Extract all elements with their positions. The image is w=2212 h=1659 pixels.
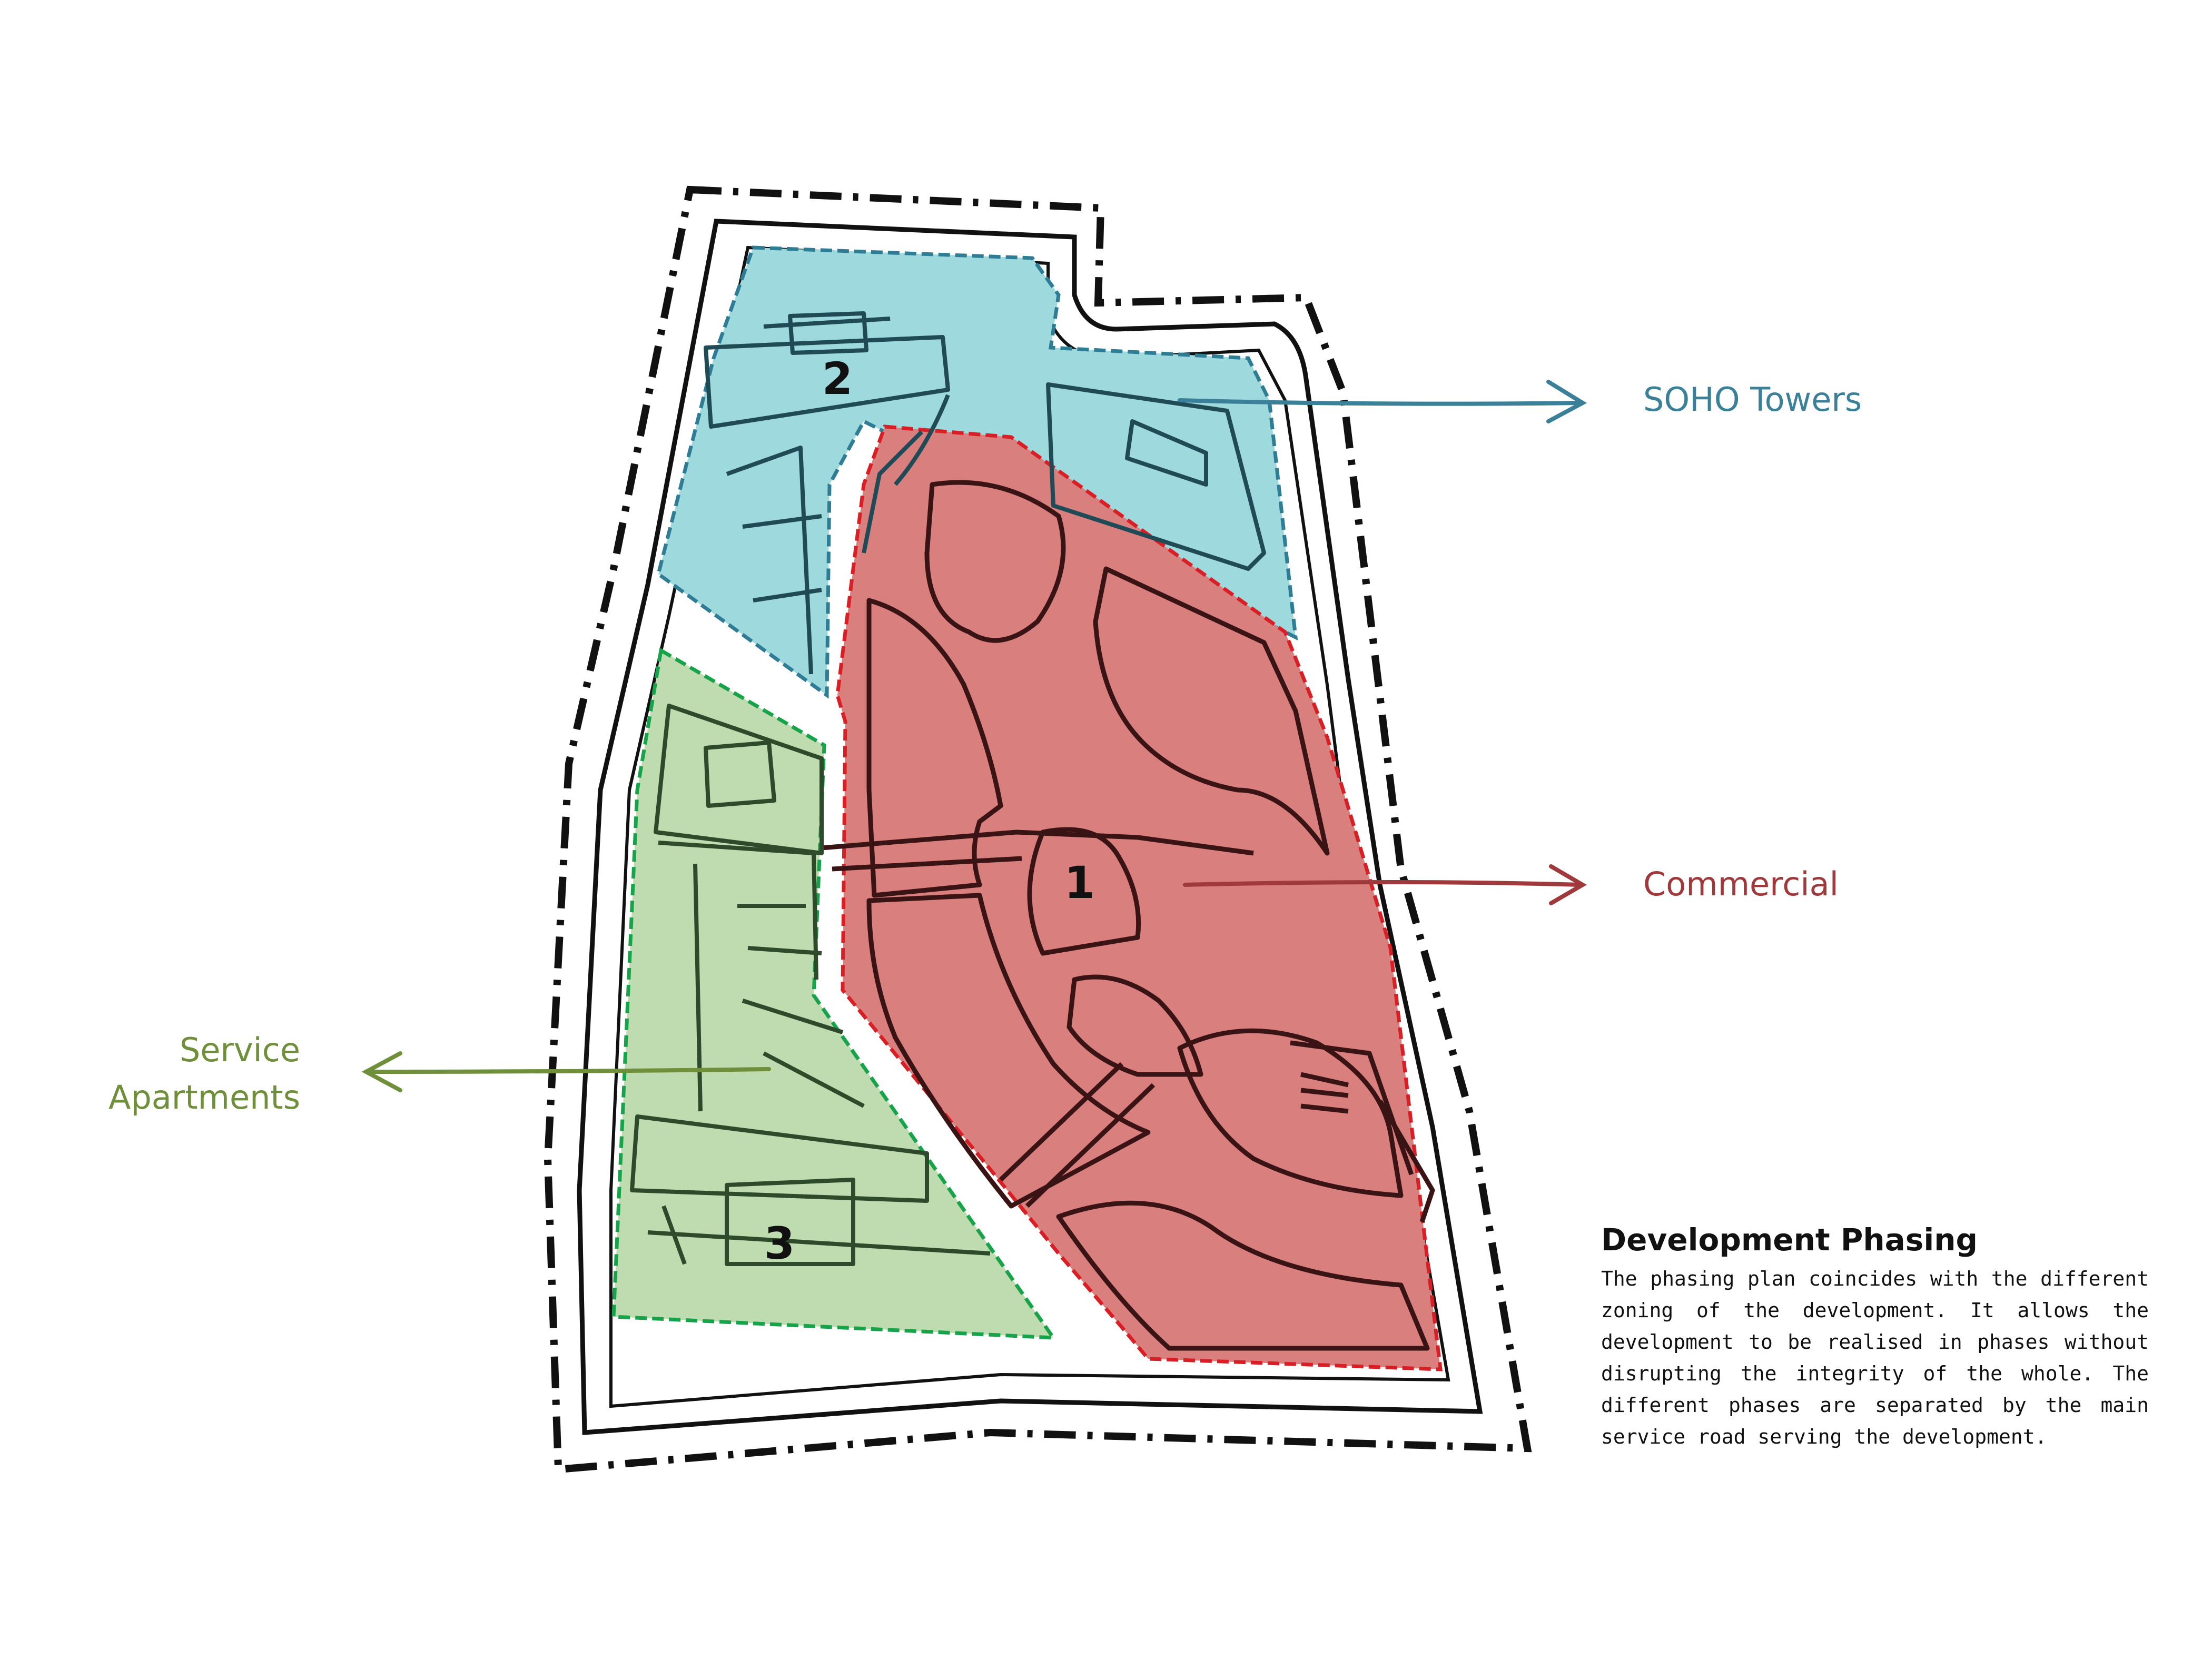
phase-2-linework [704, 311, 1266, 675]
label-commercial: Commercial [1643, 865, 1839, 903]
perimeter-road [577, 219, 1483, 1435]
note-body: The phasing plan coincides with the diff… [1601, 1267, 2149, 1448]
phase-1-number: 1 [1064, 857, 1095, 908]
label-service-apartments-line1: Service [180, 1031, 300, 1069]
arrow-service-apartments [361, 1051, 771, 1092]
phase-3-zone [611, 647, 1057, 1340]
phase-1-zone [835, 424, 1443, 1371]
phase-2-number: 2 [822, 353, 853, 404]
phase-3-number: 3 [764, 1218, 795, 1269]
arrow-commercial [1183, 864, 1587, 905]
site-boundary [544, 185, 1532, 1474]
label-service-apartments-line2: Apartments [108, 1078, 300, 1117]
arrow-soho-towers [1178, 380, 1587, 423]
development-phasing-note: Development Phasing The phasing plan coi… [1601, 1222, 2149, 1453]
label-soho-towers: SOHO Towers [1643, 380, 1862, 419]
note-title: Development Phasing [1601, 1222, 1978, 1258]
phase-1-linework [821, 480, 1435, 1351]
